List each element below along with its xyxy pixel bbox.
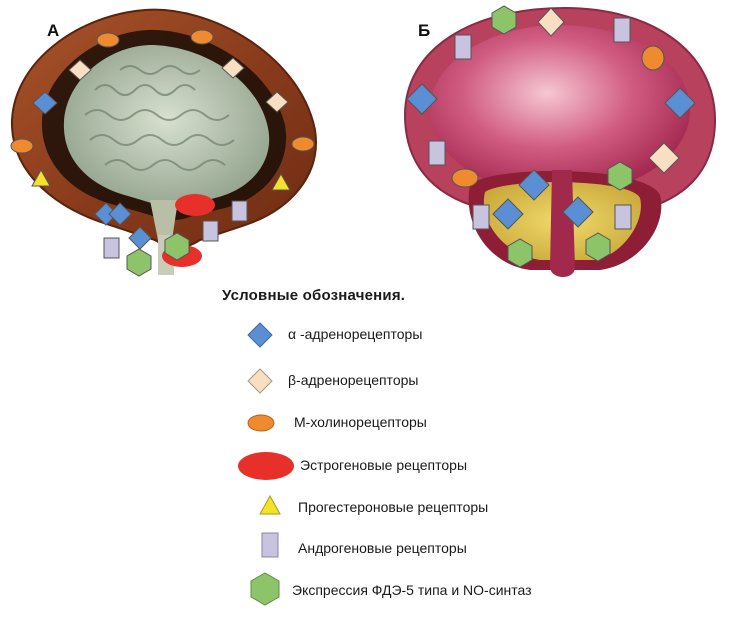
red-oval-icon	[236, 449, 298, 483]
legend-label: β-адренорецепторы	[288, 372, 418, 388]
m-cholinoreceptor-marker	[292, 137, 314, 151]
m-cholinoreceptor-marker	[11, 139, 33, 153]
legend-label: М-холинорецепторы	[294, 414, 427, 430]
legend-label: Прогестероновые рецепторы	[298, 499, 488, 515]
androgen-receptor-marker	[615, 205, 631, 229]
green-hexagon-icon	[236, 572, 286, 608]
lavender-square-icon	[236, 529, 286, 563]
legend-item-androgen: Андрогеновые рецепторы	[236, 529, 656, 563]
diagram-figure: А Б	[0, 0, 729, 300]
estrogen-receptor-marker	[175, 194, 215, 216]
m-cholinoreceptor-marker	[97, 33, 119, 47]
legend-label: Эстрогеновые рецепторы	[300, 457, 467, 473]
pde5-nos-marker	[127, 249, 151, 276]
orange-oval-icon	[236, 406, 276, 440]
panel-a-label: А	[47, 21, 59, 40]
legend-label: α -адренорецепторы	[288, 326, 422, 342]
legend-item-progesterone: Прогестероновые рецепторы	[236, 491, 656, 525]
m-cholinoreceptor-marker	[452, 169, 478, 187]
m-cholinoreceptor-marker	[642, 46, 664, 70]
legend-item-m-cholino: М-холинорецепторы	[236, 406, 656, 440]
legend-item-beta: β-адренорецепторы	[236, 364, 656, 398]
legend-label: Андрогеновые рецепторы	[298, 540, 467, 556]
androgen-receptor-marker	[203, 221, 218, 241]
bladder-b	[405, 8, 715, 277]
legend-title: Условные обозначения.	[222, 287, 405, 304]
androgen-receptor-marker	[232, 201, 247, 221]
blue-diamond-icon	[236, 318, 276, 352]
legend-item-alpha: α -адренорецепторы	[236, 318, 656, 352]
androgen-receptor-marker	[614, 18, 630, 42]
m-cholinoreceptor-marker	[191, 30, 213, 44]
yellow-triangle-icon	[236, 491, 286, 525]
legend-item-estrogen: Эстрогеновые рецепторы	[236, 449, 656, 483]
bladder-b-urethra	[550, 170, 575, 277]
androgen-receptor-marker	[455, 35, 471, 59]
androgen-receptor-marker	[429, 141, 445, 165]
bladder-a	[12, 10, 316, 275]
legend-item-pde5: Экспрессия ФДЭ-5 типа и NO-синтаз	[236, 572, 656, 606]
androgen-receptor-marker	[473, 205, 489, 229]
legend-label: Экспрессия ФДЭ-5 типа и NO-синтаз	[292, 582, 532, 598]
beige-diamond-icon	[236, 364, 276, 398]
androgen-receptor-marker	[104, 238, 119, 258]
panel-b-label: Б	[418, 21, 430, 40]
